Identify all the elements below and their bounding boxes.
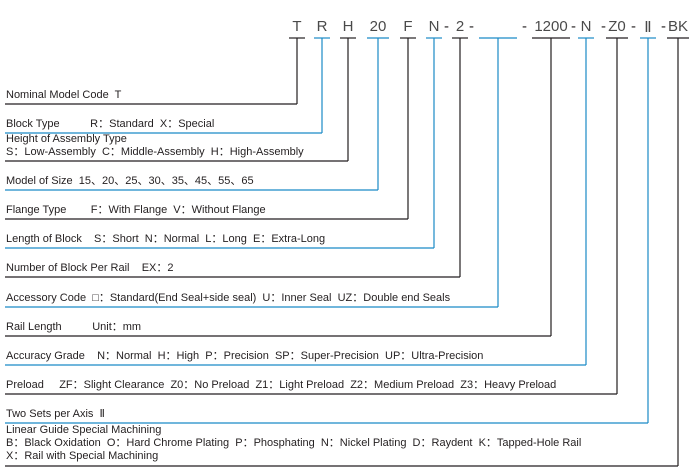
- legend-item: Rail Length Unit：mm: [6, 321, 142, 333]
- code-segment: F: [403, 18, 413, 35]
- code-segment: 1200: [534, 18, 568, 35]
- code-separator: -: [631, 18, 636, 35]
- legend-item: Model of Size 15、20、25、30、35、45、55、65: [6, 175, 254, 187]
- legend-item: Linear Guide Special Machining B：Black O…: [6, 424, 582, 462]
- code-segment: Z0: [608, 18, 626, 35]
- code-segment: T: [292, 18, 302, 35]
- code-separator: -: [444, 18, 449, 35]
- code-segment: N: [580, 18, 592, 35]
- legend-item: Number of Block Per Rail EX：2: [6, 262, 174, 274]
- code-segment: BK: [667, 18, 688, 35]
- legend-item: Nominal Model Code T: [6, 89, 122, 101]
- legend-item: Accuracy Grade N：Normal H：High P：Precisi…: [6, 350, 484, 362]
- code-segment: R: [316, 18, 328, 35]
- code-segment: 20: [369, 18, 387, 35]
- legend-item: Flange Type F：With Flange V：Without Flan…: [6, 204, 266, 216]
- code-separator: -: [601, 18, 606, 35]
- code-separator: -: [661, 18, 666, 35]
- legend-item: Two Sets per Axis Ⅱ: [6, 408, 105, 420]
- legend-item: Length of Block S：Short N：Normal L：Long …: [6, 233, 326, 245]
- code-separator: -: [571, 18, 576, 35]
- code-segment: N: [428, 18, 440, 35]
- code-separator: -: [522, 18, 527, 35]
- legend-item: Height of Assembly Type S：Low-Assembly C…: [6, 133, 304, 158]
- code-segment: 2: [455, 18, 465, 35]
- code-segment: H: [342, 18, 354, 35]
- legend-item: Preload ZF：Slight Clearance Z0：No Preloa…: [6, 379, 557, 391]
- code-segment: Ⅱ: [644, 19, 652, 36]
- code-separator: -: [469, 18, 474, 35]
- legend-item: Accessory Code □：Standard(End Seal+side …: [6, 292, 451, 304]
- legend-item: Block Type R：Standard X：Special: [6, 118, 215, 130]
